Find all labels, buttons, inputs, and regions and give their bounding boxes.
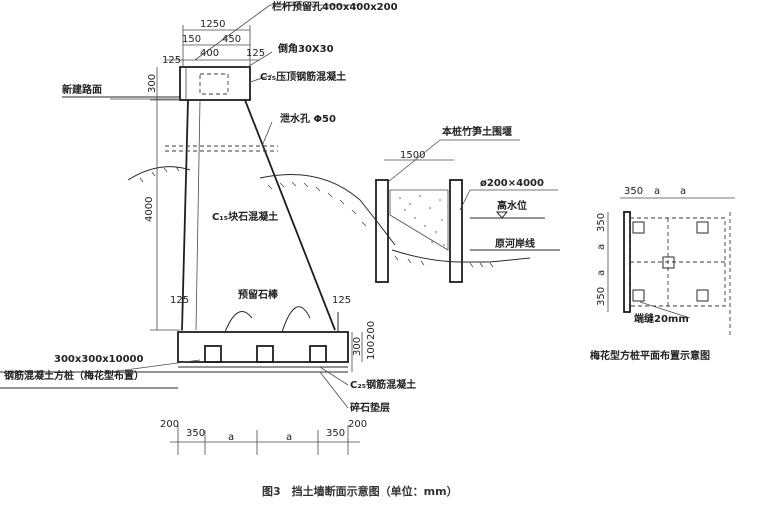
base-slab [177, 331, 349, 363]
dim-bottom-350-l: 350 [186, 428, 205, 439]
river-bank-hatching [394, 255, 494, 268]
dim-top-right: 125 [246, 48, 265, 59]
figure-caption: 图3 挡土墙断面示意图（单位：mm） [262, 484, 458, 498]
cofferdam-pile-right [449, 179, 463, 283]
dim-bottom-200-r: 200 [348, 419, 367, 430]
cap-beam [179, 66, 251, 101]
dim-plan-v350-top: 350 [596, 213, 607, 232]
dim-wall-h: 4000 [144, 197, 155, 222]
dim-plan-va1: a [596, 244, 607, 250]
leader-edge-gap [639, 301, 691, 319]
pile-head-2 [256, 345, 274, 363]
right-soil-mound [259, 173, 396, 246]
rail-hole [199, 73, 229, 95]
high-water-symbol [495, 211, 509, 219]
pile-head-3 [309, 345, 327, 363]
wall-left-face [181, 99, 189, 331]
leader-gravel [319, 371, 349, 409]
reserved-stone-2 [281, 306, 311, 333]
cofferdam-pile-left [375, 179, 389, 283]
cofferdam-dots [399, 195, 445, 246]
leader-base-rc [319, 366, 349, 386]
plan-pile-br [696, 289, 709, 302]
dim-top-total: 1250 [200, 19, 225, 30]
dim-bottom-a1: a [228, 432, 234, 443]
left-soil-hatching [139, 166, 180, 183]
dim-plan-a2: a [680, 186, 686, 197]
dim-foot-right: 125 [332, 295, 351, 306]
label-edge-gap: 端缝20mm [634, 312, 689, 325]
dim-top-left: 125 [162, 55, 181, 66]
leader-cap [249, 74, 273, 83]
leader-pile [109, 359, 201, 373]
river-bank-line [391, 249, 531, 263]
wall-right-face [244, 99, 336, 331]
cofferdam-fill [389, 189, 449, 251]
dim-base-300: 300 [352, 337, 363, 356]
label-rc-pile: 钢筋混凝土方桩（梅花型布置） [4, 369, 144, 382]
dim-base-100: 100 [366, 341, 377, 360]
dim-bottom-a2: a [286, 432, 292, 443]
dim-plan-va2: a [596, 270, 607, 276]
dim-bottom-200-l: 200 [160, 419, 179, 430]
label-plan-title: 梅花型方桩平面布置示意图 [590, 349, 710, 362]
label-pile-spec: ø200×4000 [480, 178, 544, 189]
label-cap-beam: C₂₅压顶钢筋混凝土 [260, 70, 346, 83]
label-weep-hole: 泄水孔 Φ50 [280, 112, 336, 125]
label-rc-pile-size: 300x300x10000 [54, 354, 143, 365]
label-wall-body: C₁₅块石混凝土 [212, 210, 278, 223]
leader-cofferdam [387, 139, 441, 183]
label-base-rc: C₂₅钢筋混凝土 [350, 378, 416, 391]
dim-plan-350-top: 350 [624, 186, 643, 197]
label-gravel: 碎石垫层 [350, 401, 390, 414]
plan-pile-bl [632, 289, 645, 302]
label-rail-hole: 栏杆预留孔400x400x200 [272, 0, 398, 13]
plan-pile-center [662, 256, 675, 269]
leader-weep [261, 121, 273, 147]
dim-cofferdam-w: 1500 [400, 150, 425, 161]
label-river-bank: 原河岸线 [495, 237, 535, 250]
soil-hatching [267, 181, 367, 227]
label-chamfer: 倒角30X30 [277, 42, 334, 55]
label-reserved-stone: 预留石棒 [238, 288, 279, 301]
reserved-stone-1 [224, 311, 253, 333]
wall-inner-line [195, 99, 201, 331]
leader-pile-spec [459, 189, 471, 211]
dim-top-b: 400 [200, 48, 219, 59]
dim-base-200: 200 [366, 321, 377, 340]
label-high-water: 高水位 [497, 199, 527, 212]
pile-head-1 [204, 345, 222, 363]
left-soil-curve [127, 166, 191, 181]
plan-pile-tl [632, 221, 645, 234]
leader-rail-hole [194, 4, 271, 61]
plan-pile-tr [696, 221, 709, 234]
label-cofferdam: 本桩竹笋土围堰 [442, 125, 512, 138]
dim-top-c: 450 [222, 34, 241, 45]
dim-plan-a1: a [654, 186, 660, 197]
dim-top-a: 150 [182, 34, 201, 45]
dim-cap-h: 300 [147, 74, 158, 93]
dim-foot-left: 125 [170, 295, 189, 306]
label-new-road: 新建路面 [62, 83, 102, 96]
dim-bottom-350-r: 350 [326, 428, 345, 439]
plan-wall-edge [623, 211, 631, 313]
dim-plan-v350-bot: 350 [596, 287, 607, 306]
